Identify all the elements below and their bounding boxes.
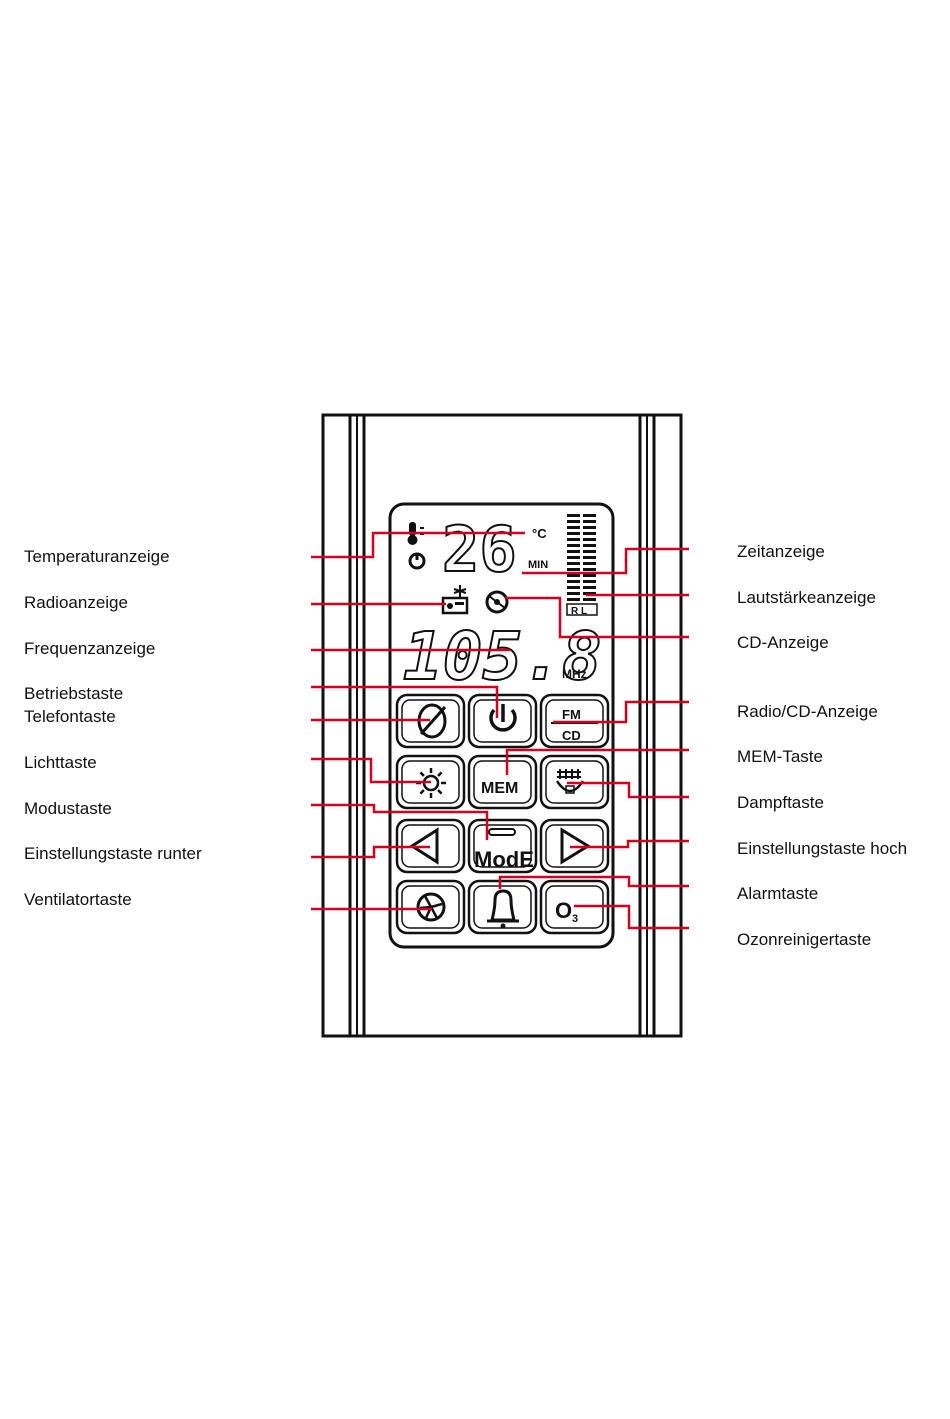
power-button[interactable] bbox=[467, 693, 538, 749]
volume-bar-segment bbox=[567, 544, 580, 547]
volume-bar-segment bbox=[583, 532, 596, 535]
volume-bars bbox=[567, 514, 596, 601]
volume-bar-segment bbox=[567, 568, 580, 571]
volume-channel-box bbox=[566, 603, 598, 616]
cd-label: CD bbox=[562, 728, 581, 743]
volume-bar-segment bbox=[567, 586, 580, 589]
frequency-digits: 105.8 bbox=[403, 618, 602, 695]
label-cd-display: CD-Anzeige bbox=[737, 633, 829, 652]
volume-bar-segment bbox=[567, 580, 580, 583]
fan-icon bbox=[416, 892, 446, 922]
sun-ray bbox=[437, 789, 443, 795]
label-setting-down-button: Einstellungstaste runter bbox=[24, 844, 202, 863]
volume-bar-segment bbox=[583, 514, 596, 517]
labels-left: Temperaturanzeige Radioanzeige Frequenza… bbox=[24, 547, 202, 909]
volume-bar-segment bbox=[583, 580, 596, 583]
volume-bar-segment bbox=[567, 526, 580, 529]
label-frequency-display: Frequenzanzeige bbox=[24, 639, 155, 658]
volume-bar-segment bbox=[583, 556, 596, 559]
volume-bar-segment bbox=[567, 556, 580, 559]
label-mode-button: Modustaste bbox=[24, 799, 112, 818]
volume-bar-segment bbox=[583, 586, 596, 589]
temperature-unit: °C bbox=[532, 526, 547, 541]
time-unit: MIN bbox=[528, 559, 548, 571]
volume-bar-segment bbox=[583, 538, 596, 541]
volume-bar-segment bbox=[567, 514, 580, 517]
label-ozone-button: Ozonreinigertaste bbox=[737, 930, 871, 949]
volume-bar-segment bbox=[567, 550, 580, 553]
arrow-left-icon bbox=[409, 827, 439, 865]
callout-lines bbox=[311, 531, 689, 930]
label-time-display: Zeitanzeige bbox=[737, 542, 825, 561]
volume-bar-segment bbox=[567, 532, 580, 535]
frequency-unit: MHz bbox=[562, 667, 587, 681]
volume-bar-segment bbox=[583, 520, 596, 523]
volume-bar-segment bbox=[583, 562, 596, 565]
arrow-right-icon bbox=[560, 827, 591, 865]
volume-bar-segment bbox=[583, 550, 596, 553]
volume-bar-segment bbox=[567, 562, 580, 565]
bell-icon bbox=[487, 889, 519, 929]
label-fan-button: Ventilatortaste bbox=[24, 890, 132, 909]
volume-bar-segment bbox=[567, 598, 580, 601]
label-temperature-display: Temperaturanzeige bbox=[24, 547, 170, 566]
mode-button[interactable]: ModE bbox=[467, 818, 538, 874]
volume-bar-segment bbox=[583, 526, 596, 529]
volume-bar-segment bbox=[567, 520, 580, 523]
temperature-digits: 26 bbox=[442, 513, 517, 586]
label-setting-up-button: Einstellungstaste hoch bbox=[737, 839, 907, 858]
volume-bar-segment bbox=[583, 568, 596, 571]
label-steam-button: Dampftaste bbox=[737, 793, 824, 812]
volume-bar-segment bbox=[583, 592, 596, 595]
alarm-button[interactable] bbox=[467, 879, 538, 935]
label-radio-display: Radioanzeige bbox=[24, 593, 128, 612]
volume-bar-segment bbox=[583, 598, 596, 601]
label-alarm-button: Alarmtaste bbox=[737, 884, 818, 903]
fm-label: FM bbox=[562, 707, 581, 722]
timer-icon bbox=[408, 552, 426, 570]
cd-icon bbox=[485, 590, 509, 614]
sun-ray bbox=[419, 771, 425, 777]
label-mem-button: MEM-Taste bbox=[737, 747, 823, 766]
fan-button[interactable] bbox=[395, 879, 466, 935]
volume-bar-segment bbox=[567, 538, 580, 541]
label-light-button: Lichttaste bbox=[24, 753, 97, 772]
ozone-subscript: 3 bbox=[572, 913, 578, 925]
volume-bar-segment bbox=[567, 592, 580, 595]
mode-label: ModE bbox=[474, 847, 534, 872]
mem-label: MEM bbox=[481, 780, 518, 797]
sun-ray bbox=[437, 771, 443, 777]
mem-button[interactable]: MEM bbox=[467, 754, 538, 810]
volume-bar-segment bbox=[583, 574, 596, 577]
volume-bar-segment bbox=[567, 574, 580, 577]
radio-icon bbox=[441, 585, 469, 615]
volume-channel-marks: R L bbox=[571, 606, 587, 617]
label-power-button: Betriebstaste bbox=[24, 684, 123, 703]
label-phone-button: Telefontaste bbox=[24, 707, 116, 726]
setting-down-button[interactable] bbox=[395, 818, 466, 874]
power-icon bbox=[489, 704, 517, 732]
ozone-label: O bbox=[555, 898, 572, 923]
volume-bar-segment bbox=[583, 544, 596, 547]
label-radio-cd-display: Radio/CD-Anzeige bbox=[737, 702, 878, 721]
sun-ray bbox=[419, 789, 425, 795]
labels-right: Zeitanzeige Lautstärkeanzeige CD-Anzeige… bbox=[737, 542, 907, 949]
label-volume-display: Lautstärkeanzeige bbox=[737, 588, 876, 607]
